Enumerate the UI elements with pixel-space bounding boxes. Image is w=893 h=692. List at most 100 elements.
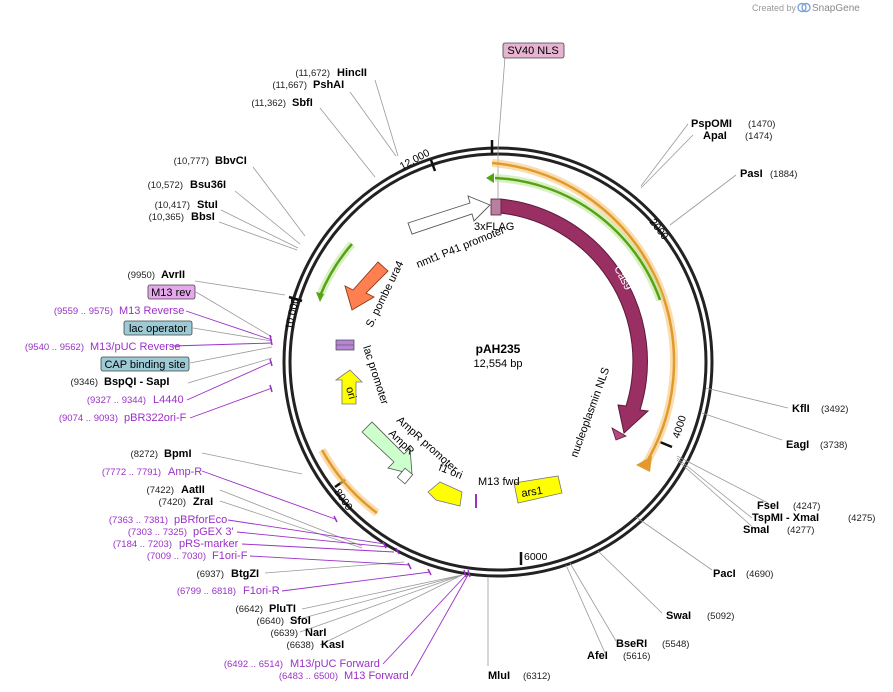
primer-name: M13 Reverse [119, 305, 184, 317]
enzyme-name: BbvCI [215, 155, 247, 167]
sv40-nls-box [502, 42, 565, 59]
enzyme-name: PasI [740, 168, 763, 180]
enzyme-pos: (6640) [257, 616, 284, 627]
primer-pos: (7009 .. 7030) [147, 551, 206, 562]
enzyme-name: PluTI [269, 603, 296, 615]
enzyme-pos: (7420) [159, 497, 186, 508]
primer-name: Amp-R [168, 466, 202, 478]
enzyme-name: HincII [337, 67, 367, 79]
ars1-label: ars1 [521, 485, 544, 500]
ori-label: ori [343, 386, 358, 401]
enzyme-pos: (5092) [707, 611, 734, 622]
credit-prefix: Created by [752, 3, 797, 13]
m13-rev-label: M13 rev [151, 287, 191, 299]
enzyme-pos: (1470) [748, 119, 775, 130]
nmt1-promoter-arrow [407, 195, 491, 235]
ars1-box [513, 475, 563, 504]
enzyme-name: PspOMI [691, 118, 732, 130]
primer-pos: (9540 .. 9562) [25, 342, 84, 353]
primer-pos: (6799 .. 6818) [177, 586, 236, 597]
primer-name: pBRforEco [174, 514, 227, 526]
primer-name: M13/pUC Forward [290, 658, 380, 670]
enzyme-name: Bsu36I [190, 179, 226, 191]
tick-label-10000: 10,000 [283, 297, 301, 331]
primer-pos: (7772 .. 7791) [102, 467, 161, 478]
enzyme-name: AatII [181, 484, 205, 496]
enzyme-name: KflI [792, 403, 810, 415]
orange-lower-left-arc [318, 448, 380, 517]
enzyme-name: ApaI [703, 130, 727, 142]
enzyme-pos: (4247) [793, 501, 820, 512]
enzyme-pos: (1474) [745, 131, 772, 142]
enzyme-pos: (10,572) [148, 180, 183, 191]
enzyme-name: NarI [305, 627, 326, 639]
cap-binding-site-label: CAP binding site [104, 359, 185, 371]
plasmid-name: pAH235 [476, 342, 521, 356]
enzyme-pos: (4690) [746, 569, 773, 580]
nucleoplasmin-label: nucleoplasmin NLS [569, 366, 613, 459]
enzyme-pos: (6639) [271, 628, 298, 639]
ampr-promoter-box [396, 467, 414, 485]
enzyme-name: PacI [713, 568, 736, 580]
enzyme-pos: (3738) [820, 440, 847, 451]
f1ori-arrow [427, 481, 463, 507]
3xflag-marker [490, 198, 502, 216]
enzyme-name: ZraI [193, 496, 213, 508]
primer-name: pGEX 3' [193, 526, 234, 538]
enzyme-name: SfoI [290, 615, 311, 627]
enzyme-name: BpmI [164, 448, 192, 460]
plasmid-size: 12,554 bp [474, 358, 523, 370]
primer-name: pBR322ori-F [124, 412, 187, 424]
nmt1-label: nmt1 P41 promoter [415, 224, 507, 271]
enzyme-name: AfeI [587, 650, 608, 662]
enzyme-name: TspMI - XmaI [752, 512, 819, 524]
m13-rev-box [147, 284, 196, 300]
enzyme-pos: (6642) [236, 604, 263, 615]
enzyme-pos: (9346) [71, 377, 98, 388]
enzyme-name: FseI [757, 500, 779, 512]
enzyme-pos: (6937) [197, 569, 224, 580]
tick-label-6000: 6000 [524, 551, 548, 563]
enzyme-pos: (8272) [131, 449, 158, 460]
enzyme-name: StuI [197, 199, 218, 211]
primer-pos: (7363 .. 7381) [109, 515, 168, 526]
primer-pos: (9327 .. 9344) [87, 395, 146, 406]
primer-pos: (9074 .. 9093) [59, 413, 118, 424]
enzyme-name: SmaI [743, 524, 769, 536]
enzyme-pos: (5616) [623, 651, 650, 662]
primer-leader-lines [171, 310, 469, 677]
orange-feature-arc [491, 159, 678, 472]
nucleoplasmin-nls-marker [611, 427, 627, 441]
primer-name: L4440 [153, 394, 184, 406]
enzyme-name: PshAI [313, 79, 344, 91]
snapgene-logo-icon [797, 2, 811, 13]
sv40-nls-label: SV40 NLS [507, 45, 558, 57]
credit-brand: SnapGene [812, 3, 860, 14]
tick-label-4000: 4000 [670, 414, 689, 440]
enzyme-pos: (10,365) [149, 212, 184, 223]
m13fwd-label: M13 fwd [478, 476, 520, 488]
enzyme-name: BtgZI [231, 568, 259, 580]
ori-arrow [334, 369, 363, 405]
lac-operator-box [123, 320, 193, 336]
cap-binding-site-box [100, 356, 190, 372]
cas9-arrow [499, 198, 650, 434]
enzyme-name: SwaI [666, 610, 691, 622]
enzyme-name: SbfI [292, 97, 313, 109]
enzyme-pos: (4277) [787, 525, 814, 536]
lac-operator-label: lac operator [129, 323, 187, 335]
primer-pos: (6492 .. 6514) [224, 659, 283, 670]
enzyme-pos: (10,417) [155, 200, 190, 211]
ampr-arrow [361, 421, 413, 475]
leader-lines [187, 56, 789, 666]
primer-labels: (9559 .. 9575) M13 Reverse (9540 .. 9562… [25, 305, 409, 682]
enzyme-pos: (10,777) [174, 156, 209, 167]
primer-pos: (6483 .. 6500) [279, 671, 338, 682]
lac-promoter-label: lac promoter [360, 344, 390, 406]
primer-name: F1ori-F [212, 550, 248, 562]
enzyme-name: BbsI [191, 211, 215, 223]
enzyme-pos: (7422) [147, 485, 174, 496]
enzyme-pos: (11,362) [251, 98, 286, 109]
green-left-arc [316, 241, 356, 302]
